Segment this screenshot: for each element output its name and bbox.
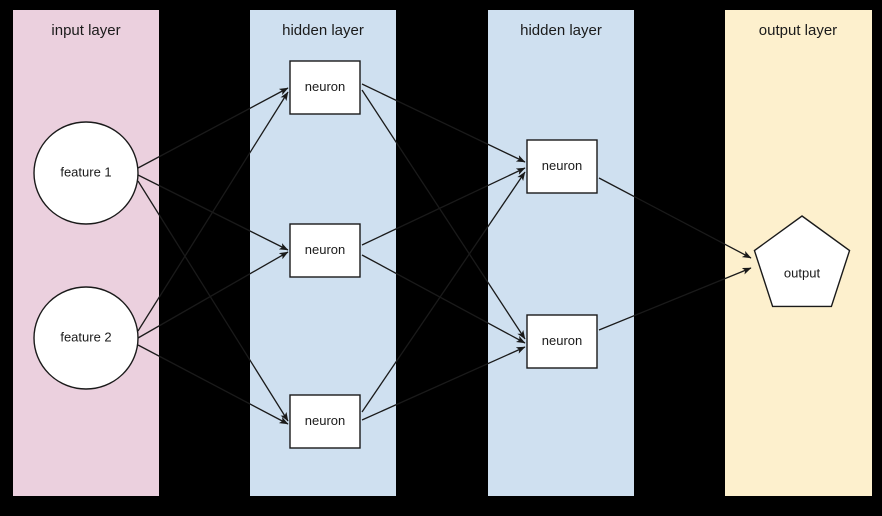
node-h1-neuron-1[interactable]: neuron xyxy=(289,60,361,115)
layer-nodes: feature 1 feature 2 neuron neuron neuron neur… xyxy=(33,60,851,449)
node-label-h2-neuron-2: neuron xyxy=(542,333,582,348)
node-h1-neuron-2[interactable]: neuron xyxy=(289,223,361,278)
node-h2-neuron-1[interactable]: neuron xyxy=(526,139,598,194)
edge-h1n1-h2n1 xyxy=(361,83,526,163)
edge-f2-h1n2 xyxy=(137,251,289,339)
node-shape-h2-neuron-2 xyxy=(526,314,598,369)
edge-h1n2-h2n1 xyxy=(361,167,526,246)
node-label-feature-2: feature 2 xyxy=(60,329,111,344)
edge-h2n1-output xyxy=(598,177,752,259)
node-label-h2-neuron-1: neuron xyxy=(542,158,582,173)
layer-panel-hidden-layer-2 xyxy=(488,10,634,496)
layer-title-output-layer: output layer xyxy=(759,22,837,39)
node-shape-h2-neuron-1 xyxy=(526,139,598,194)
layer-panel-input-layer xyxy=(13,10,159,496)
node-shape-h1-neuron-3 xyxy=(289,394,361,449)
node-label-h1-neuron-2: neuron xyxy=(305,242,345,257)
layer-title-hidden-layer-1: hidden layer xyxy=(282,22,364,39)
node-feature-2[interactable]: feature 2 xyxy=(33,286,139,390)
node-label-h1-neuron-3: neuron xyxy=(305,413,345,428)
edge-f1-h1n1 xyxy=(137,87,289,169)
node-shape-feature-2 xyxy=(33,286,139,390)
node-shape-feature-1 xyxy=(33,121,139,225)
node-label-h1-neuron-1: neuron xyxy=(305,79,345,94)
edge-h1n3-h2n2 xyxy=(361,346,526,421)
layer-panels xyxy=(13,10,872,496)
node-feature-1[interactable]: feature 1 xyxy=(33,121,139,225)
node-h1-neuron-3[interactable]: neuron xyxy=(289,394,361,449)
node-shape-h1-neuron-1 xyxy=(289,60,361,115)
node-output-node[interactable]: output xyxy=(753,215,851,308)
edge-h1n3-h2n1 xyxy=(361,171,526,413)
layer-titles: input layer hidden layer hidden layer outpu… xyxy=(51,22,837,39)
edge-f2-h1n3 xyxy=(137,344,289,425)
edge-h1n1-h2n2 xyxy=(361,89,526,340)
layer-title-hidden-layer-2: hidden layer xyxy=(520,22,602,39)
edge-h1n2-h2n2 xyxy=(361,254,526,344)
node-shape-h1-neuron-2 xyxy=(289,223,361,278)
edge-h2n2-output xyxy=(598,267,752,331)
node-label-output-node: output xyxy=(784,265,821,280)
connection-edges xyxy=(137,83,752,425)
layer-title-input-layer: input layer xyxy=(51,22,120,39)
edge-f1-h1n3 xyxy=(137,180,289,422)
node-shape-output-node xyxy=(753,215,851,308)
node-h2-neuron-2[interactable]: neuron xyxy=(526,314,598,369)
edge-f2-h1n1 xyxy=(137,91,289,332)
node-label-feature-1: feature 1 xyxy=(60,164,111,179)
